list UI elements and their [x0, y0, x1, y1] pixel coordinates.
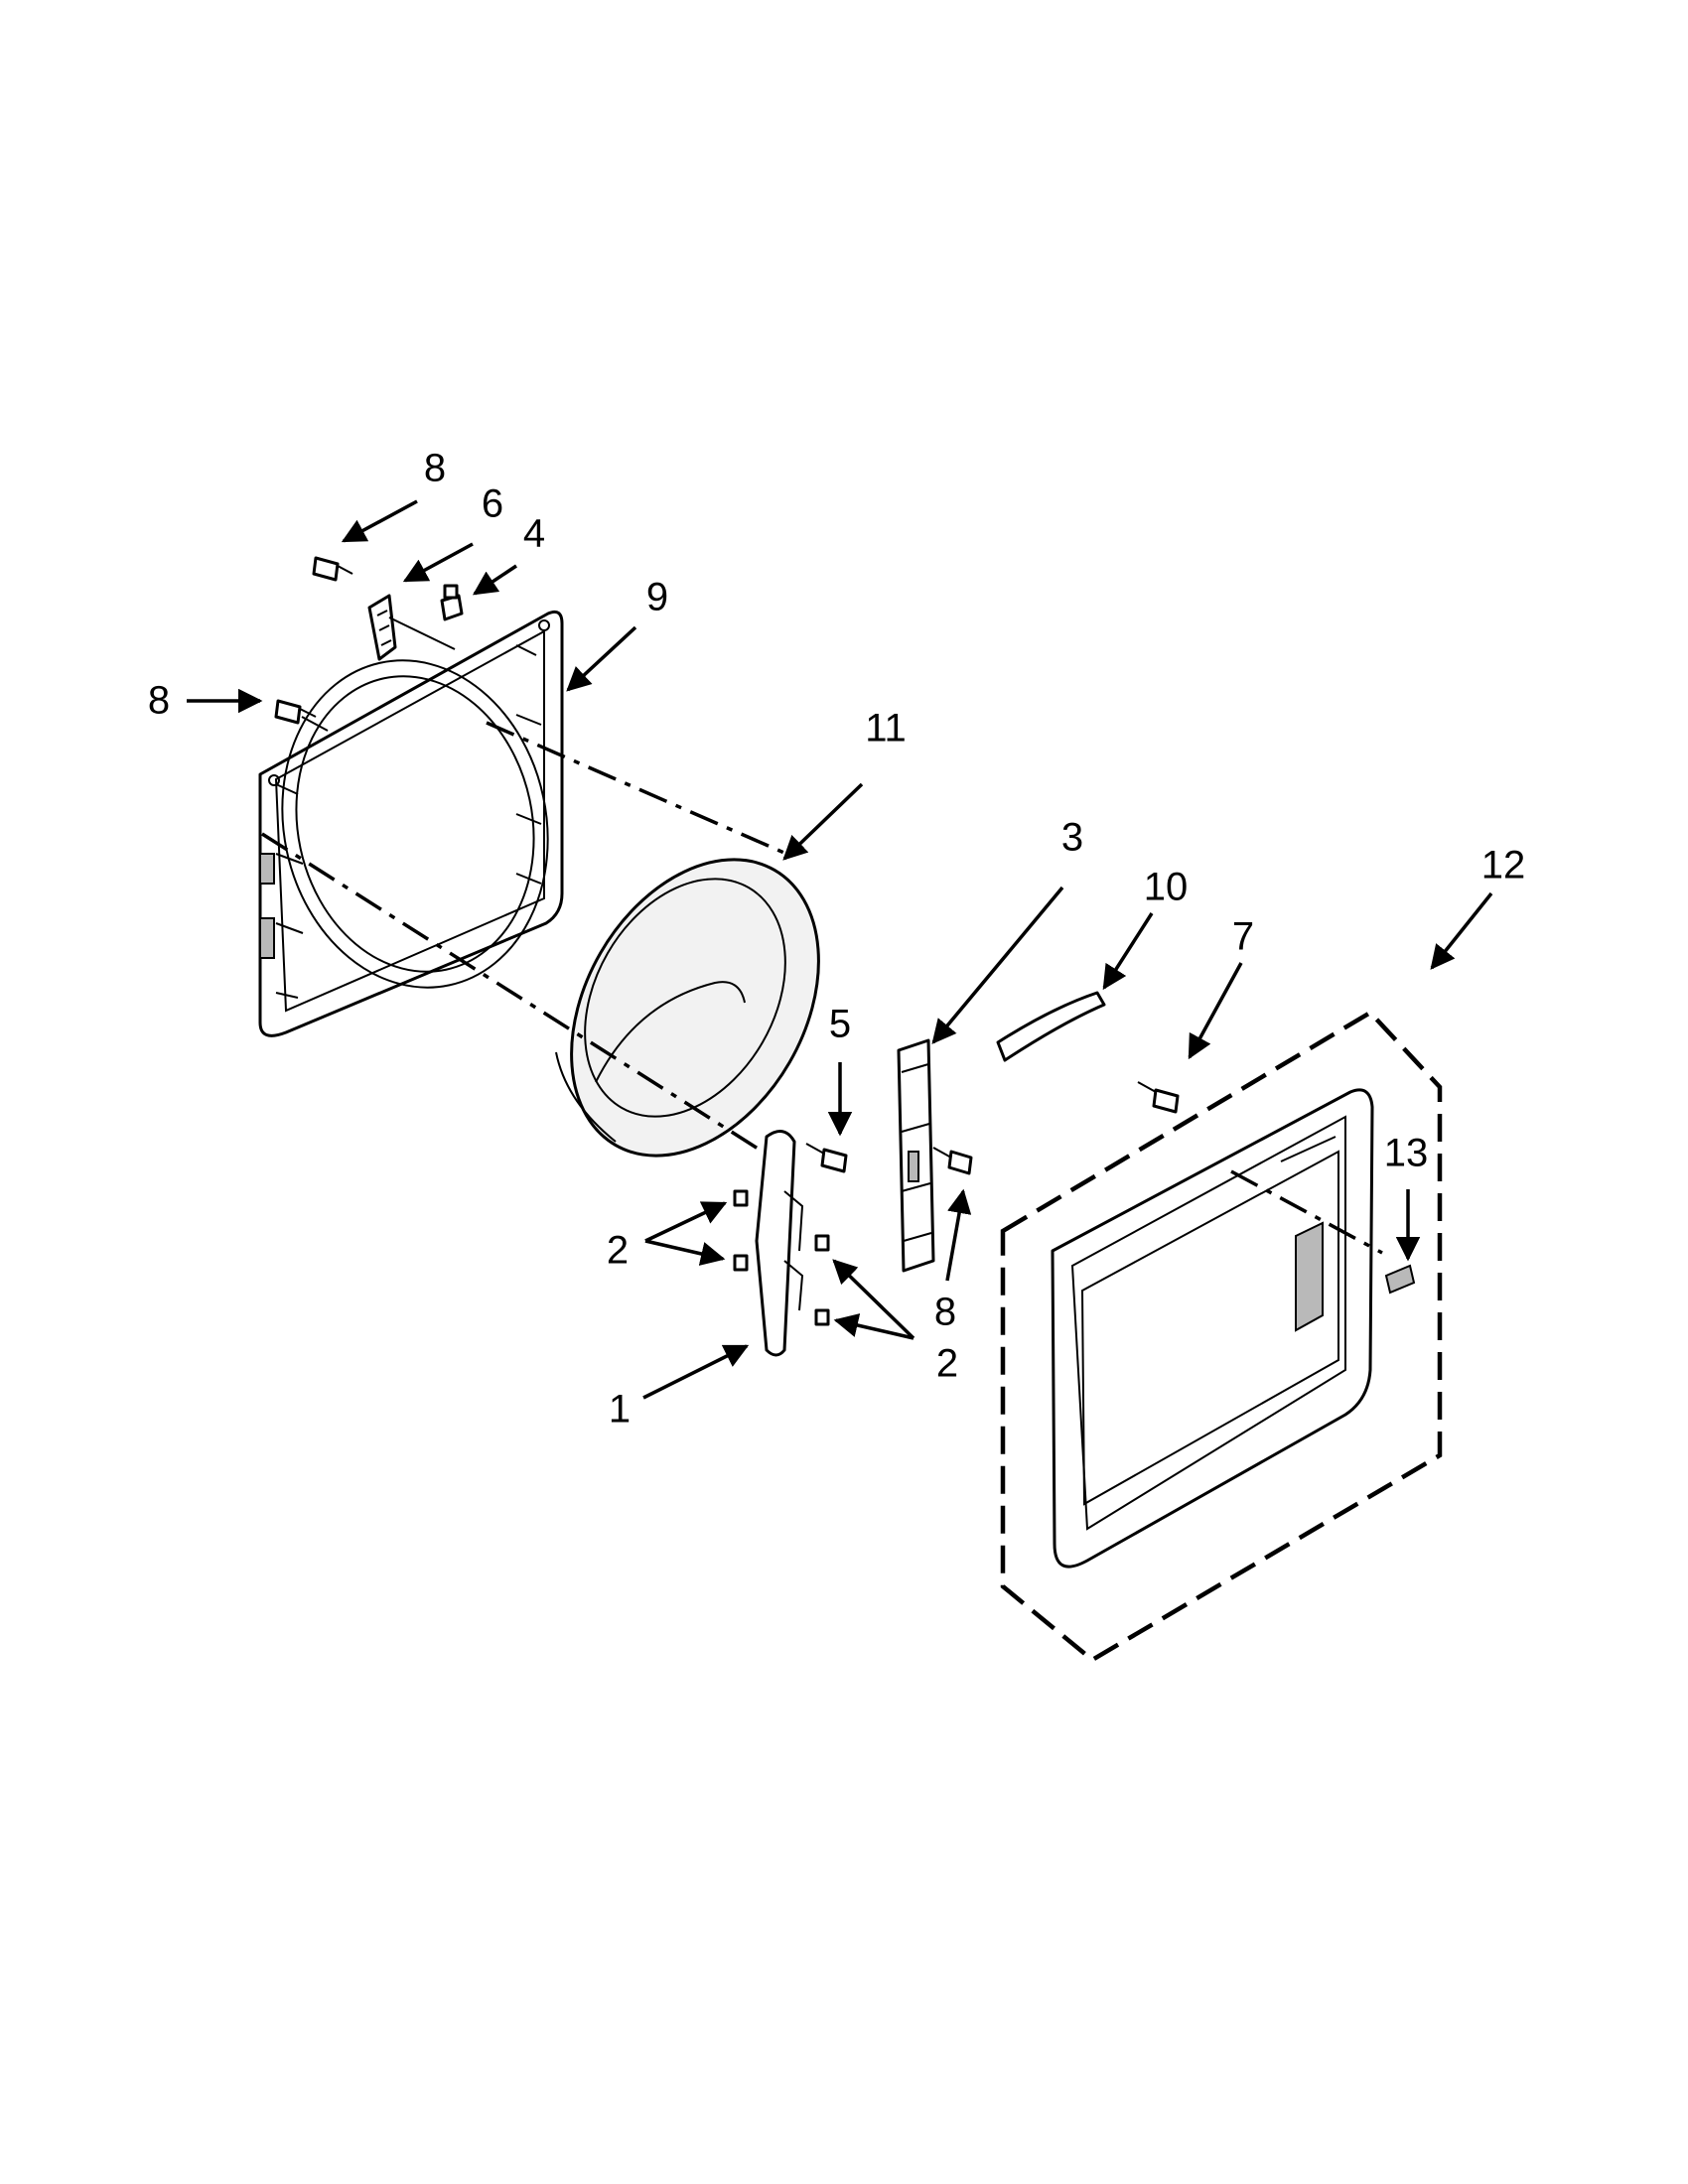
screw-top — [312, 556, 353, 582]
callout-8-hinge: 8 — [934, 1291, 956, 1334]
callout-8-top: 8 — [424, 447, 446, 490]
outer-door-assembly — [1000, 1010, 1443, 1663]
door-glass-bowl — [555, 858, 820, 1158]
callout-9: 9 — [646, 576, 668, 619]
handle-trim — [996, 991, 1106, 1062]
callout-5: 5 — [829, 1003, 851, 1046]
screw-left — [274, 699, 317, 725]
door-catch — [1384, 1264, 1416, 1295]
callout-12: 12 — [1481, 844, 1526, 887]
callout-4: 4 — [523, 512, 545, 556]
callout-2-left: 2 — [607, 1229, 629, 1273]
hinge-bracket — [367, 594, 397, 661]
door-hinge — [733, 1130, 830, 1357]
callout-11: 11 — [865, 707, 907, 751]
inner-door-frame — [258, 610, 564, 1037]
callout-7: 7 — [1232, 915, 1254, 959]
callout-6: 6 — [482, 482, 503, 526]
handle-screw — [1137, 1081, 1180, 1114]
leader-arrows — [187, 499, 1493, 1400]
assembly-lines — [261, 616, 1383, 1255]
callout-2-right: 2 — [936, 1342, 958, 1386]
screw-hinge — [932, 1147, 973, 1175]
hinge-screw — [805, 1143, 848, 1173]
hinge-receiver-plate — [897, 1038, 935, 1273]
callout-10: 10 — [1144, 866, 1189, 909]
callout-13: 13 — [1384, 1132, 1429, 1175]
door-bumper — [440, 584, 464, 621]
callout-1: 1 — [609, 1388, 631, 1432]
callout-8-left: 8 — [148, 679, 170, 723]
callout-3: 3 — [1061, 816, 1083, 860]
